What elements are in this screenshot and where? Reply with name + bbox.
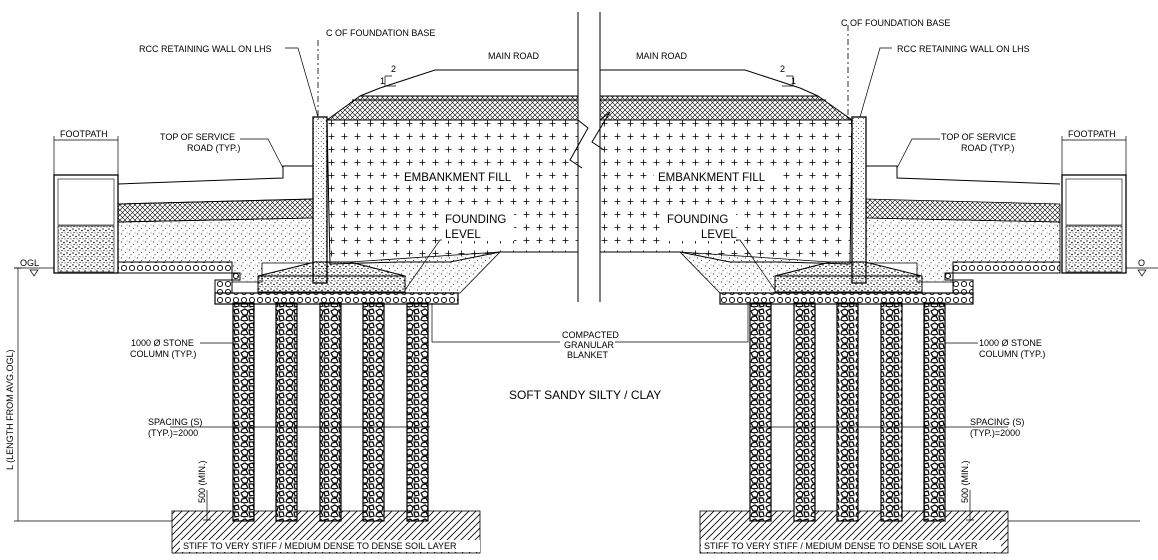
footpath-label-right: FOOTPATH — [1068, 129, 1116, 139]
ogl-strip-right — [944, 261, 1061, 294]
break-lines — [569, 12, 611, 302]
stone-column — [275, 302, 298, 522]
granular-blanket-label-1: COMPACTED — [562, 330, 619, 340]
stone-column — [232, 302, 255, 522]
embankment-label-left: EMBANKMENT FILL — [404, 172, 512, 184]
founding-label-left-2: LEVEL — [445, 229, 481, 241]
stiff-soil-label-left: STIFF TO VERY STIFF / MEDIUM DENSE TO DE… — [183, 541, 457, 551]
spacing-label-right-1: SPACING (S) — [970, 417, 1024, 427]
length-dimension-label: L (LENGTH FROM AVG.OGL) — [5, 349, 15, 470]
stone-column — [793, 302, 816, 522]
slope-label-left-top: 2 — [391, 64, 396, 74]
service-road-label-right-1: TOP OF SERVICE — [941, 132, 1016, 142]
stone-column-label-right-1: 1000 Ø STONE — [979, 338, 1042, 348]
centerline-label-left: C OF FOUNDATION BASE — [326, 28, 435, 38]
embankment-fill-left — [326, 119, 579, 265]
stiff-soil-label-right: STIFF TO VERY STIFF / MEDIUM DENSE TO DE… — [704, 541, 978, 551]
footpath-label-left: FOOTPATH — [60, 129, 108, 139]
founding-label-right-1: FOUNDING — [667, 214, 728, 226]
main-road-label-left: MAIN ROAD — [488, 51, 540, 61]
rcc-wall-label-left: RCC RETAINING WALL ON LHS — [139, 44, 272, 54]
stone-column — [406, 302, 429, 522]
granular-wedge-right — [678, 251, 831, 294]
rcc-wall-right — [851, 116, 867, 284]
granular-blanket-label-3: BLANKET — [567, 350, 609, 360]
min-depth-label-left: 500 (MIN.) — [197, 460, 207, 503]
min-depth-label-right: 500 (MIN.) — [960, 460, 970, 503]
slope-label-right-top: 2 — [780, 64, 785, 74]
stone-column-label-right-2: COLUMN (TYP.) — [979, 349, 1045, 359]
ogl-strip-left — [117, 261, 241, 294]
soft-soil-label: SOFT SANDY SILTY / CLAY — [509, 388, 661, 402]
ogl-label-left: OGL — [20, 258, 39, 268]
stone-column — [362, 302, 385, 522]
stone-column — [923, 302, 946, 522]
granular-wedge-left — [349, 251, 502, 294]
left-half — [14, 40, 579, 554]
service-road-label-left-2: ROAD (TYP.) — [187, 143, 240, 153]
granular-blanket-left — [214, 292, 459, 305]
granular-blanket-label-2: GRANULAR — [564, 340, 615, 350]
labels: C OF FOUNDATION BASE C OF FOUNDATION BAS… — [5, 18, 1145, 552]
stone-column — [749, 302, 772, 522]
main-road-label-right: MAIN ROAD — [636, 51, 688, 61]
stone-column — [836, 302, 859, 522]
spacing-label-left-1: SPACING (S) — [148, 417, 202, 427]
stone-columns-right — [749, 302, 946, 522]
embankment-fill-right — [599, 119, 853, 265]
stone-column-label-left-2: COLUMN (TYP.) — [130, 349, 196, 359]
stone-column-label-left-1: 1000 Ø STONE — [131, 338, 194, 348]
granular-blanket-right — [719, 292, 974, 305]
founding-label-right-2: LEVEL — [701, 229, 737, 241]
service-road-label-right-2: ROAD (TYP.) — [961, 143, 1014, 153]
stone-column — [880, 302, 903, 522]
slope-label-left-side: 1 — [380, 76, 385, 86]
service-road-label-left-1: TOP OF SERVICE — [160, 132, 235, 142]
spacing-label-left-2: (TYP.)=2000 — [148, 428, 198, 438]
rcc-wall-label-right: RCC RETAINING WALL ON LHS — [897, 44, 1030, 54]
service-pavement-left — [117, 198, 314, 223]
embankment-label-right: EMBANKMENT FILL — [658, 172, 766, 184]
stone-columns-left — [232, 302, 429, 522]
spacing-label-right-2: (TYP.)=2000 — [970, 428, 1020, 438]
service-pavement-right — [865, 198, 1061, 223]
right-half — [599, 25, 1158, 554]
ogl-label-right: O — [1138, 258, 1145, 268]
slope-label-right-side: 1 — [791, 76, 796, 86]
rcc-wall-left — [312, 116, 328, 284]
founding-label-left-1: FOUNDING — [445, 214, 506, 226]
stone-column — [319, 302, 342, 522]
centerline-label-right: C OF FOUNDATION BASE — [841, 18, 950, 28]
